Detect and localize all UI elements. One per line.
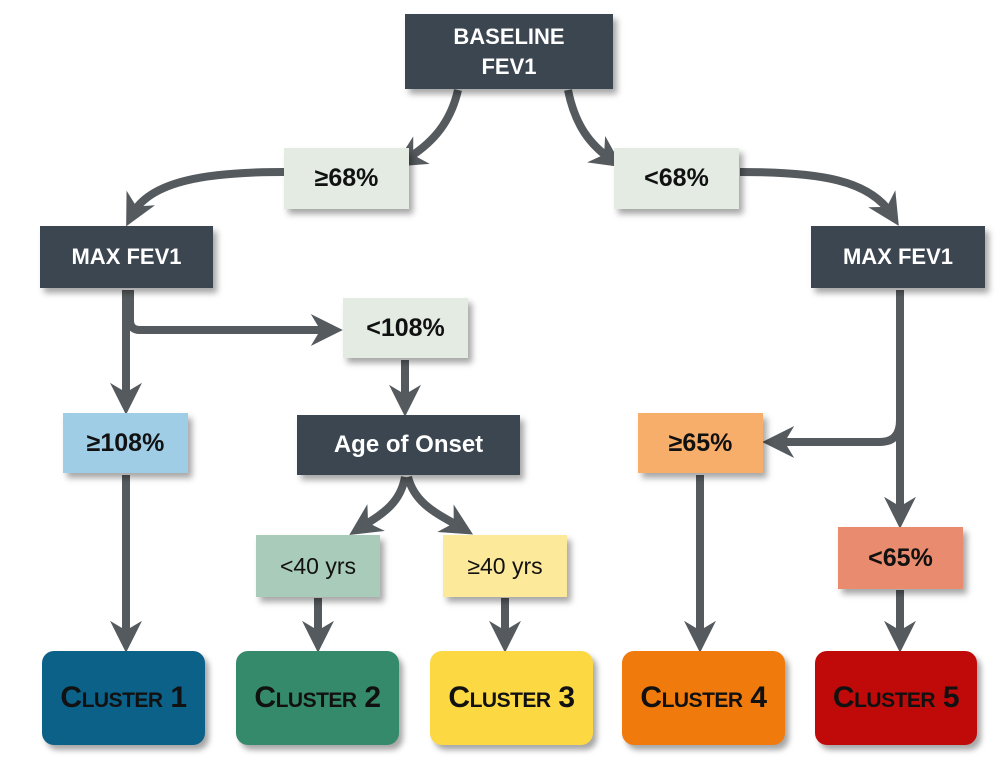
cluster-3: Cluster 3 xyxy=(430,651,593,745)
arrow-maxright-to-ge65 xyxy=(762,419,904,458)
node-label: <65% xyxy=(868,543,933,572)
node-ge68: ≥68% xyxy=(284,148,409,209)
node-label: ≥40 yrs xyxy=(467,552,543,579)
arrow-baseline-to-ge68 xyxy=(394,89,462,167)
cluster-5: Cluster 5 xyxy=(815,651,977,745)
cluster-label: Cluster 3 xyxy=(448,681,575,714)
arrow-ge68-to-maxleft xyxy=(126,168,285,227)
node-label: <40 yrs xyxy=(279,552,357,579)
node-label: BASELINE FEV1 xyxy=(453,23,565,79)
node-lt65: <65% xyxy=(838,527,963,589)
node-lt40: <40 yrs xyxy=(256,535,380,597)
cluster-label: Cluster 1 xyxy=(60,681,187,714)
node-ge40: ≥40 yrs xyxy=(443,535,567,597)
arrow-age-to-ge40 xyxy=(404,475,474,535)
arrow-baseline-to-lt68 xyxy=(564,89,623,168)
node-label: MAX FEV1 xyxy=(71,244,182,269)
cluster-label: Cluster 2 xyxy=(254,681,381,714)
arrow-maxleft-to-lt108 xyxy=(126,290,343,346)
arrow-age-to-lt40 xyxy=(349,476,409,535)
node-label: <108% xyxy=(366,313,445,342)
node-label: <68% xyxy=(644,164,709,192)
cluster-1: Cluster 1 xyxy=(42,651,205,745)
cluster-label: Cluster 4 xyxy=(640,681,767,714)
arrow-lt68-to-maxright xyxy=(739,168,899,226)
node-lt108: <108% xyxy=(343,298,468,358)
node-ge65: ≥65% xyxy=(638,413,763,473)
cluster-4: Cluster 4 xyxy=(622,651,785,745)
node-label: Age of Onset xyxy=(333,431,484,458)
node-baseline-fev1: BASELINE FEV1 xyxy=(405,14,613,89)
node-label: ≥68% xyxy=(314,164,379,192)
node-label: ≥108% xyxy=(86,428,165,457)
cluster-label: Cluster 5 xyxy=(832,681,960,714)
node-max-fev1-right: MAX FEV1 xyxy=(811,226,985,288)
node-label: MAX FEV1 xyxy=(842,244,954,269)
cluster-2: Cluster 2 xyxy=(236,651,399,745)
node-label: ≥65% xyxy=(668,428,733,457)
node-age-of-onset: Age of Onset xyxy=(297,415,520,475)
node-lt68: <68% xyxy=(614,148,739,209)
node-ge108: ≥108% xyxy=(63,413,188,473)
node-max-fev1-left: MAX FEV1 xyxy=(40,226,213,288)
